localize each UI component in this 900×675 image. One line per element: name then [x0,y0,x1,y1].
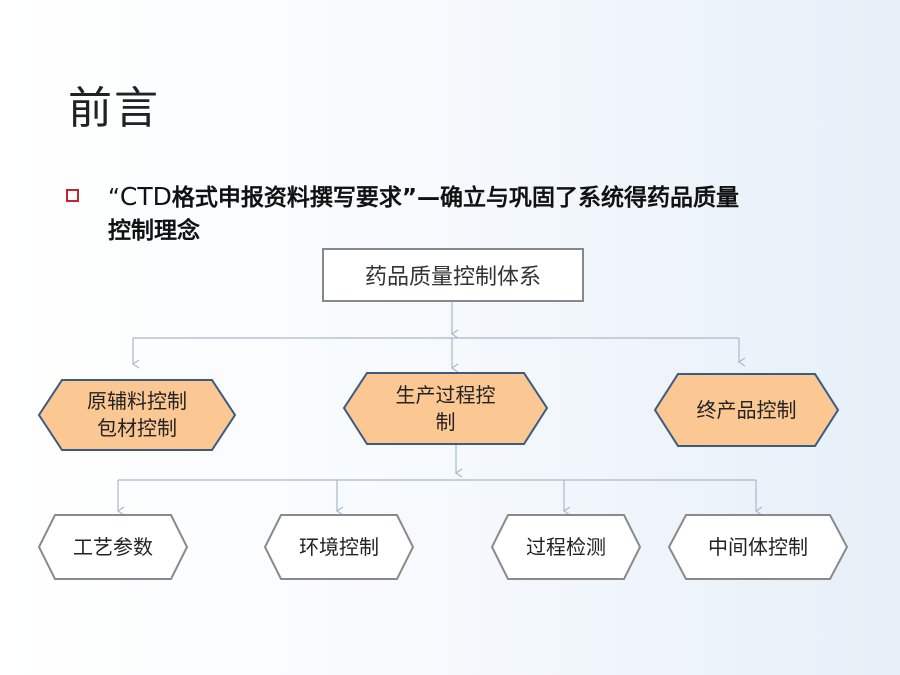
hexagon-shape [37,379,237,451]
hexagon-shape [653,373,840,447]
root-node: 药品质量控制体系 [322,248,584,302]
hexagon-shape [342,372,549,445]
node-final-product: 终产品控制 [653,373,840,447]
node-inspection-label: 过程检测 [526,534,606,559]
node-raw-line2: 包材控制 [97,416,177,440]
hexagon-shape [263,514,415,580]
node-final-line1: 终产品控制 [696,397,797,422]
bullet-line2: 控制理念 [108,218,200,244]
node-raw-materials: 原辅料控制 包材控制 [37,379,237,451]
root-label: 药品质量控制体系 [364,265,541,290]
node-intermediate: 中间体控制 [667,514,849,580]
bullet-line1: 格式申报资料撰写要求”—确立与巩固了系统得药品质量 [171,185,740,211]
hexagon-shape [37,514,189,580]
slide-title: 前言 [68,83,160,134]
node-process-control: 生产过程控 制 [342,372,549,445]
quote-open: “ [108,185,120,211]
hexagon-shape [667,514,849,580]
bullet-square-icon [66,189,79,202]
hexagon-shape [490,514,642,580]
bullet-text: “CTD格式申报资料撰写要求”—确立与巩固了系统得药品质量 控制理念 [108,180,848,248]
node-intermediate-label: 中间体控制 [708,534,808,559]
node-environment: 环境控制 [263,514,415,580]
node-raw-line1: 原辅料控制 [87,389,187,413]
ctd-text: CTD [119,182,172,211]
node-inspection: 过程检测 [490,514,642,580]
node-environment-label: 环境控制 [299,534,379,559]
node-process-line1: 生产过程控 [395,382,496,407]
node-params-label: 工艺参数 [73,534,153,559]
node-process-line2: 制 [435,409,456,434]
node-process-params: 工艺参数 [37,514,189,580]
